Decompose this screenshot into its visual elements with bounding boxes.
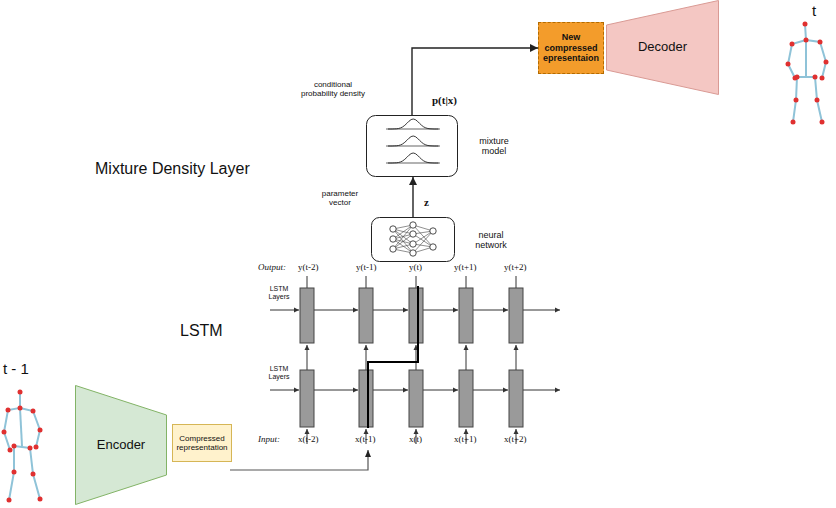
node-label: Compressed representation (176, 434, 228, 452)
node-label: Encoder (75, 438, 167, 453)
node-outline (371, 217, 455, 262)
joint-dots (786, 22, 829, 125)
node-label: Decoder (606, 40, 719, 55)
connector-arrow (412, 48, 538, 115)
text-label: Input: (258, 434, 280, 444)
diagram-node: Encoder (75, 385, 167, 505)
node-label: neural network (469, 229, 513, 250)
text-label: x(t) (409, 434, 422, 444)
text-label: Mixture Density Layer (95, 160, 250, 178)
text-label: x(t-2) (298, 434, 319, 444)
diagram-node: neural network (371, 217, 455, 262)
text-label: parameter vector (312, 189, 368, 207)
text-label: y(t) (409, 262, 422, 272)
text-label: x(t+2) (504, 434, 527, 444)
diagram-node: Decoder (606, 0, 719, 95)
text-label: y(t+2) (504, 262, 527, 272)
text-label: Output: (258, 262, 286, 272)
text-label: LSTM Layers (262, 365, 296, 381)
lstm-grid (270, 276, 560, 444)
path-line (368, 286, 418, 428)
connector-arrow (412, 177, 413, 217)
node-label: New compressed epresentaion (542, 32, 600, 63)
text-label: conditional probability density (300, 80, 366, 98)
text-label: y(t-1) (356, 262, 377, 272)
diagram-node: mixture model (366, 115, 458, 177)
joint-dots (2, 390, 43, 503)
text-label: p(t|x) (432, 94, 457, 107)
text-label: LSTM Layers (262, 285, 296, 301)
text-label: x(t-1) (355, 434, 376, 444)
skeleton-figure (4, 392, 40, 500)
text-label: LSTM (180, 322, 223, 340)
node-label: mixture model (472, 136, 516, 157)
text-label: y(t-2) (298, 262, 319, 272)
text-label: t - 1 (3, 360, 29, 377)
text-label: x(t+1) (454, 434, 477, 444)
text-label: t (812, 2, 816, 19)
skeleton-figure (788, 24, 826, 122)
text-label: y(t+1) (454, 262, 477, 272)
diagram-node: New compressed epresentaion (538, 22, 604, 74)
node-outline (366, 115, 458, 177)
diagram-node: Compressed representation (172, 424, 232, 462)
input-wire (230, 450, 368, 470)
text-label: z (424, 196, 429, 209)
